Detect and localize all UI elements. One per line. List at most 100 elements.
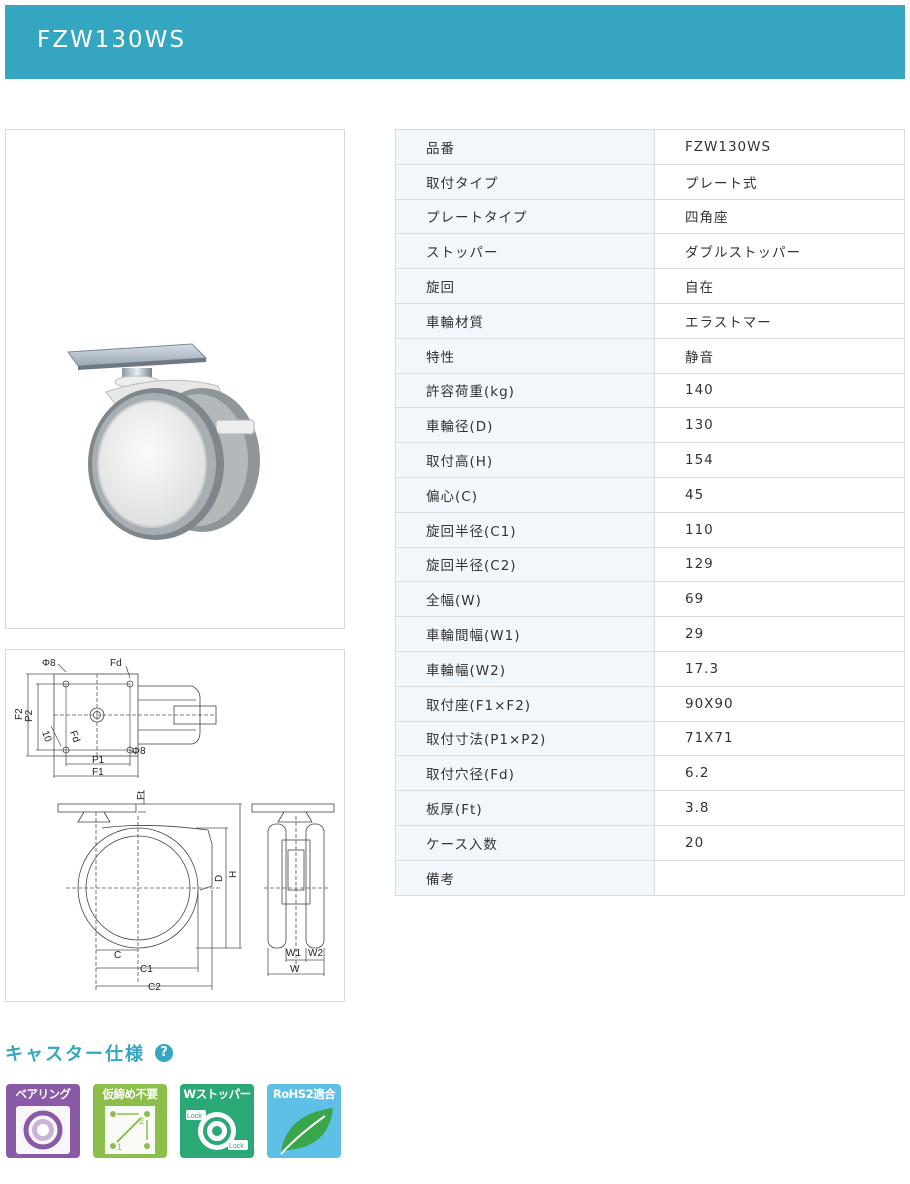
- spec-value: 71X71: [654, 720, 905, 757]
- spec-value: ダブルストッパー: [654, 233, 905, 270]
- spec-key: 取付寸法(P1×P2): [395, 720, 655, 757]
- spec-value: FZW130WS: [654, 129, 905, 165]
- badge-w-stopper: Wストッパー Lock Lock: [180, 1084, 254, 1158]
- spec-key: 取付穴径(Fd): [395, 755, 655, 792]
- spec-value: エラストマー: [654, 302, 905, 339]
- table-row: 旋回半径(C1)110: [395, 511, 905, 548]
- label-c1: C1: [140, 964, 153, 975]
- bearing-icon: [16, 1106, 70, 1154]
- spec-key: 車輪間幅(W1): [395, 616, 655, 652]
- page-header: FZW130WS: [5, 5, 905, 79]
- spec-key: 旋回: [395, 268, 655, 304]
- spec-value: 130: [654, 407, 905, 444]
- table-row: 特性静音: [395, 337, 905, 374]
- spec-value: 自在: [654, 268, 905, 304]
- spec-key: 取付タイプ: [395, 163, 655, 200]
- label-phi-bottom: Φ8: [132, 746, 146, 757]
- help-icon[interactable]: ?: [155, 1044, 173, 1062]
- spec-value: 90X90: [654, 685, 905, 722]
- badge-mark-lock-1: Lock: [187, 1113, 202, 1120]
- spec-key: ストッパー: [395, 233, 655, 270]
- table-row: ストッパーダブルストッパー: [395, 233, 905, 270]
- spec-value: 3.8: [654, 790, 905, 826]
- spec-value: プレート式: [654, 163, 905, 200]
- table-row: 許容荷重(kg)140: [395, 372, 905, 409]
- label-f1: F1: [92, 767, 104, 778]
- technical-drawing: Φ8 Fd Φ8 P2 F2 10 Fd P1 F1 Ft D: [5, 649, 345, 1002]
- label-c: C: [114, 950, 121, 961]
- table-row: 取付穴径(Fd)6.2: [395, 755, 905, 792]
- spec-value: 45: [654, 476, 905, 513]
- caster-spec-heading: キャスター仕様: [5, 1044, 145, 1065]
- spec-value: 17.3: [654, 650, 905, 687]
- table-row: 車輪間幅(W1)29: [395, 616, 905, 652]
- spec-key: 車輪幅(W2): [395, 650, 655, 687]
- spec-value: 20: [654, 824, 905, 861]
- label-phi-top: Φ8: [42, 658, 56, 669]
- double-lock-icon: Lock Lock: [186, 1110, 248, 1150]
- spec-key: 品番: [395, 129, 655, 165]
- spec-key: プレートタイプ: [395, 198, 655, 235]
- spec-value: 129: [654, 546, 905, 583]
- spec-key: 板厚(Ft): [395, 790, 655, 826]
- table-row: 取付寸法(P1×P2)71X71: [395, 720, 905, 757]
- table-row: 車輪径(D)130: [395, 407, 905, 444]
- spec-value: 29: [654, 616, 905, 652]
- table-row: 板厚(Ft)3.8: [395, 790, 905, 826]
- badge-rohs2: RoHS2適合: [267, 1084, 341, 1158]
- spec-key: ケース入数: [395, 824, 655, 861]
- spec-key: 許容荷重(kg): [395, 372, 655, 409]
- label-w: W: [290, 964, 300, 975]
- spec-key: 旋回半径(C2): [395, 546, 655, 583]
- label-w1: W1: [286, 948, 301, 959]
- badge-mark-1: 1: [117, 1142, 122, 1152]
- spec-value: 6.2: [654, 755, 905, 792]
- spec-key: 取付座(F1×F2): [395, 685, 655, 722]
- label-ten: 10: [39, 729, 53, 744]
- table-row: 車輪幅(W2)17.3: [395, 650, 905, 687]
- spec-value: 69: [654, 581, 905, 618]
- spec-key: 備考: [395, 859, 655, 896]
- spec-key: 車輪材質: [395, 302, 655, 339]
- spec-value: 154: [654, 442, 905, 478]
- table-row: 備考: [395, 859, 905, 896]
- spec-value: 140: [654, 372, 905, 409]
- label-d: D: [214, 875, 225, 882]
- label-h: H: [228, 871, 239, 878]
- label-p1: P1: [92, 755, 105, 766]
- spec-key: 偏心(C): [395, 476, 655, 513]
- plate-holes-icon: 1 2: [105, 1106, 155, 1154]
- label-f2: F2: [14, 708, 25, 720]
- label-fd: Fd: [110, 658, 122, 669]
- table-row: プレートタイプ四角座: [395, 198, 905, 235]
- dimension-drawing: Φ8 Fd Φ8 P2 F2 10 Fd P1 F1 Ft D: [14, 658, 335, 993]
- badge-mark-2: 2: [139, 1116, 144, 1126]
- badge-no-temp-tightening: 仮締め不要 1 2: [93, 1084, 167, 1158]
- spec-value: [654, 859, 905, 896]
- badge-bearing-label: ベアリング: [15, 1087, 72, 1101]
- table-row: 偏心(C)45: [395, 476, 905, 513]
- label-c2: C2: [148, 982, 161, 993]
- spec-key: 車輪径(D): [395, 407, 655, 444]
- badge-mark-lock-2: Lock: [229, 1143, 244, 1150]
- label-ft: Ft: [136, 791, 147, 800]
- page-title: FZW130WS: [37, 27, 186, 53]
- spec-key: 全幅(W): [395, 581, 655, 618]
- badge-rohs2-label: RoHS2適合: [272, 1087, 336, 1101]
- badge-w-stopper-label: Wストッパー: [183, 1087, 251, 1101]
- table-row: 取付タイププレート式: [395, 163, 905, 200]
- table-row: 車輪材質エラストマー: [395, 302, 905, 339]
- spec-value: 110: [654, 511, 905, 548]
- table-row: 旋回自在: [395, 268, 905, 304]
- label-w2: W2: [308, 948, 323, 959]
- label-p2: P2: [24, 709, 35, 722]
- spec-key: 旋回半径(C1): [395, 511, 655, 548]
- product-photo: [5, 129, 345, 629]
- badge-bearing: ベアリング: [6, 1084, 80, 1158]
- caster-photo-illustration: [67, 343, 260, 540]
- spec-value: 四角座: [654, 198, 905, 235]
- table-row: 旋回半径(C2)129: [395, 546, 905, 583]
